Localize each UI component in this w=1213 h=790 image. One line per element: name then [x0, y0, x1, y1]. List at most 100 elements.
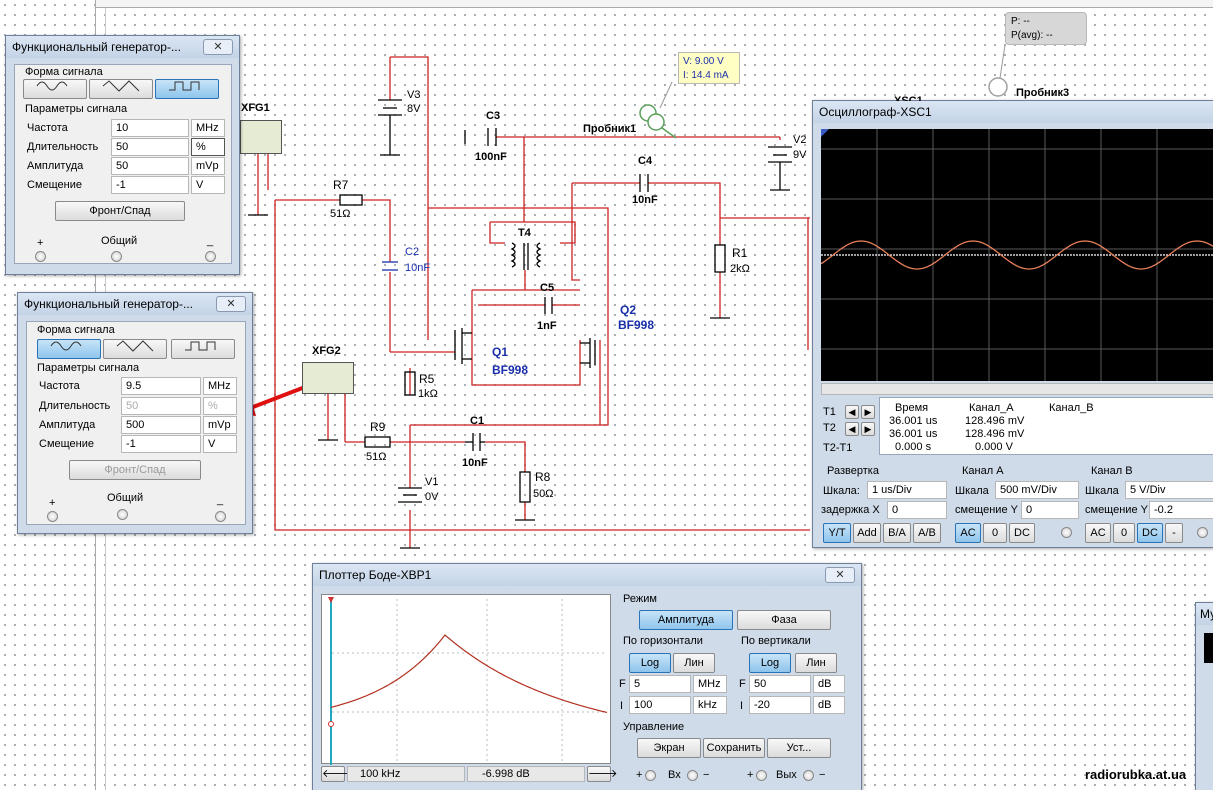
bode-plot-area[interactable]	[321, 594, 611, 765]
fg1-minus-terminal[interactable]	[205, 251, 216, 262]
sweep-scale-input[interactable]: 1 us/Div	[867, 481, 947, 499]
fg1-offset-unit[interactable]: V	[191, 176, 225, 194]
fg2-titlebar[interactable]: Функциональный генератор-...✕	[18, 293, 252, 315]
fg1-freq-input[interactable]: 10	[111, 119, 189, 137]
fg1-duty-unit[interactable]: %	[191, 138, 225, 156]
h-i-input[interactable]: 100	[629, 696, 691, 714]
fg2-minus-terminal[interactable]	[215, 511, 226, 522]
ba-button[interactable]: B/A	[883, 523, 911, 543]
v-f-unit[interactable]: dB	[813, 675, 845, 693]
chb-ac-button[interactable]: AC	[1085, 523, 1111, 543]
out-minus-terminal[interactable]	[803, 770, 814, 781]
chb-zero-button[interactable]: 0	[1113, 523, 1135, 543]
fg2-amp-unit[interactable]: mVp	[203, 416, 237, 434]
cha-dc-button[interactable]: DC	[1009, 523, 1035, 543]
r7-ref: R7	[333, 178, 349, 192]
partial-window[interactable]: Му	[1195, 602, 1213, 790]
c2-ref: C2	[405, 246, 420, 258]
save-button[interactable]: Сохранить	[703, 738, 765, 758]
bode-right-arrow[interactable]: 🡒	[587, 766, 618, 782]
t2-right-arrow[interactable]: ▶	[861, 422, 875, 436]
bode-amplitude-button[interactable]: Амплитуда	[639, 610, 733, 630]
ab-button[interactable]: A/B	[913, 523, 941, 543]
fg2-common-terminal[interactable]	[117, 509, 128, 520]
xfg1-instrument[interactable]	[240, 120, 282, 154]
bode-left-arrow[interactable]: 🡐	[321, 766, 352, 782]
vertical-log-button[interactable]: Log	[749, 653, 791, 673]
chb-offset-input[interactable]: -0.2	[1149, 501, 1213, 519]
bode-titlebar[interactable]: Плоттер Боде-XBP1✕	[313, 564, 861, 586]
h-f-unit[interactable]: MHz	[693, 675, 727, 693]
partial-window-titlebar[interactable]: Му	[1196, 603, 1213, 625]
cha-scale-input[interactable]: 500 mV/Div	[995, 481, 1079, 499]
function-generator-1-window[interactable]: Функциональный генератор-...✕ Форма сигн…	[5, 35, 240, 275]
yt-button[interactable]: Y/T	[823, 523, 851, 543]
t1-left-arrow[interactable]: ◀	[845, 405, 859, 419]
in-minus-terminal[interactable]	[687, 770, 698, 781]
in-label: Вх	[668, 769, 681, 781]
fg1-amp-input[interactable]: 50	[111, 157, 189, 175]
fg2-freq-input[interactable]: 9.5	[121, 377, 201, 395]
fg1-wave-triangle-button[interactable]	[89, 79, 153, 99]
fg1-plus-terminal[interactable]	[35, 251, 46, 262]
square-wave-icon	[169, 81, 200, 91]
horizontal-lin-button[interactable]: Лин	[673, 653, 715, 673]
fg1-edge-button[interactable]: Фронт/Спад	[55, 201, 185, 221]
close-icon[interactable]: ✕	[203, 39, 233, 55]
fg2-edge-button[interactable]: Фронт/Спад	[69, 460, 201, 480]
cha-offset-input[interactable]: 0	[1021, 501, 1079, 519]
cha-terminal[interactable]	[1061, 527, 1072, 538]
fg1-duty-input[interactable]: 50	[111, 138, 189, 156]
delay-input[interactable]: 0	[887, 501, 947, 519]
bode-plotter-window[interactable]: Плоттер Боде-XBP1✕ 🡐 100 kHz -6.998 dB 🡒…	[312, 563, 862, 790]
scope-titlebar[interactable]: Осциллограф-XSC1	[813, 101, 1213, 123]
fg1-freq-unit[interactable]: MHz	[191, 119, 225, 137]
fg2-wave-sine-button[interactable]	[37, 339, 101, 359]
fg1-titlebar[interactable]: Функциональный генератор-...✕	[6, 36, 239, 58]
xfg2-instrument[interactable]	[302, 362, 354, 394]
scope-display	[820, 129, 1213, 381]
fg1-wave-sine-button[interactable]	[23, 79, 87, 99]
fg2-offset-unit[interactable]: V	[203, 435, 237, 453]
chb-dc-button[interactable]: DC	[1137, 523, 1163, 543]
fg1-offset-input[interactable]: -1	[111, 176, 189, 194]
fg2-duty-unit[interactable]: %	[203, 397, 237, 415]
chb-scale-input[interactable]: 5 V/Div	[1125, 481, 1213, 499]
h-i-unit[interactable]: kHz	[693, 696, 727, 714]
cha-ac-button[interactable]: AC	[955, 523, 981, 543]
close-icon[interactable]: ✕	[825, 567, 855, 583]
vertical-lin-button[interactable]: Лин	[795, 653, 837, 673]
in-plus-terminal[interactable]	[645, 770, 656, 781]
fg2-wave-square-button[interactable]	[171, 339, 235, 359]
v-i-unit[interactable]: dB	[813, 696, 845, 714]
bode-phase-button[interactable]: Фаза	[737, 610, 831, 630]
dt-cha: 0.000 V	[975, 441, 1013, 453]
cha-zero-button[interactable]: 0	[983, 523, 1007, 543]
fg2-freq-unit[interactable]: MHz	[203, 377, 237, 395]
t1-right-arrow[interactable]: ▶	[861, 405, 875, 419]
fg1-wave-square-button[interactable]	[155, 79, 219, 99]
scope-scrollbar[interactable]	[821, 383, 1213, 395]
fg2-wave-triangle-button[interactable]	[103, 339, 167, 359]
chb-minus-button[interactable]: -	[1165, 523, 1183, 543]
fg2-duty-input[interactable]: 50	[121, 397, 201, 415]
horizontal-log-button[interactable]: Log	[629, 653, 671, 673]
v-i-input[interactable]: -20	[749, 696, 811, 714]
v-f-input[interactable]: 50	[749, 675, 811, 693]
fg2-amp-input[interactable]: 500	[121, 416, 201, 434]
oscilloscope-window[interactable]: Осциллограф-XSC1 T1 T2 T2-T1 ◀ ▶ ◀ ▶ Вре…	[812, 100, 1213, 548]
setup-button[interactable]: Уст...	[767, 738, 831, 758]
close-icon[interactable]: ✕	[216, 296, 246, 312]
function-generator-2-window[interactable]: Функциональный генератор-...✕ Форма сигн…	[17, 292, 253, 534]
t2-left-arrow[interactable]: ◀	[845, 422, 859, 436]
add-button[interactable]: Add	[853, 523, 881, 543]
screen-button[interactable]: Экран	[637, 738, 701, 758]
chb-terminal[interactable]	[1197, 527, 1208, 538]
h-f-input[interactable]: 5	[629, 675, 691, 693]
fg2-offset-input[interactable]: -1	[121, 435, 201, 453]
fg2-plus-terminal[interactable]	[47, 511, 58, 522]
scope-screen[interactable]	[820, 129, 1213, 381]
fg1-common-terminal[interactable]	[111, 251, 122, 262]
out-plus-terminal[interactable]	[756, 770, 767, 781]
fg1-amp-unit[interactable]: mVp	[191, 157, 225, 175]
